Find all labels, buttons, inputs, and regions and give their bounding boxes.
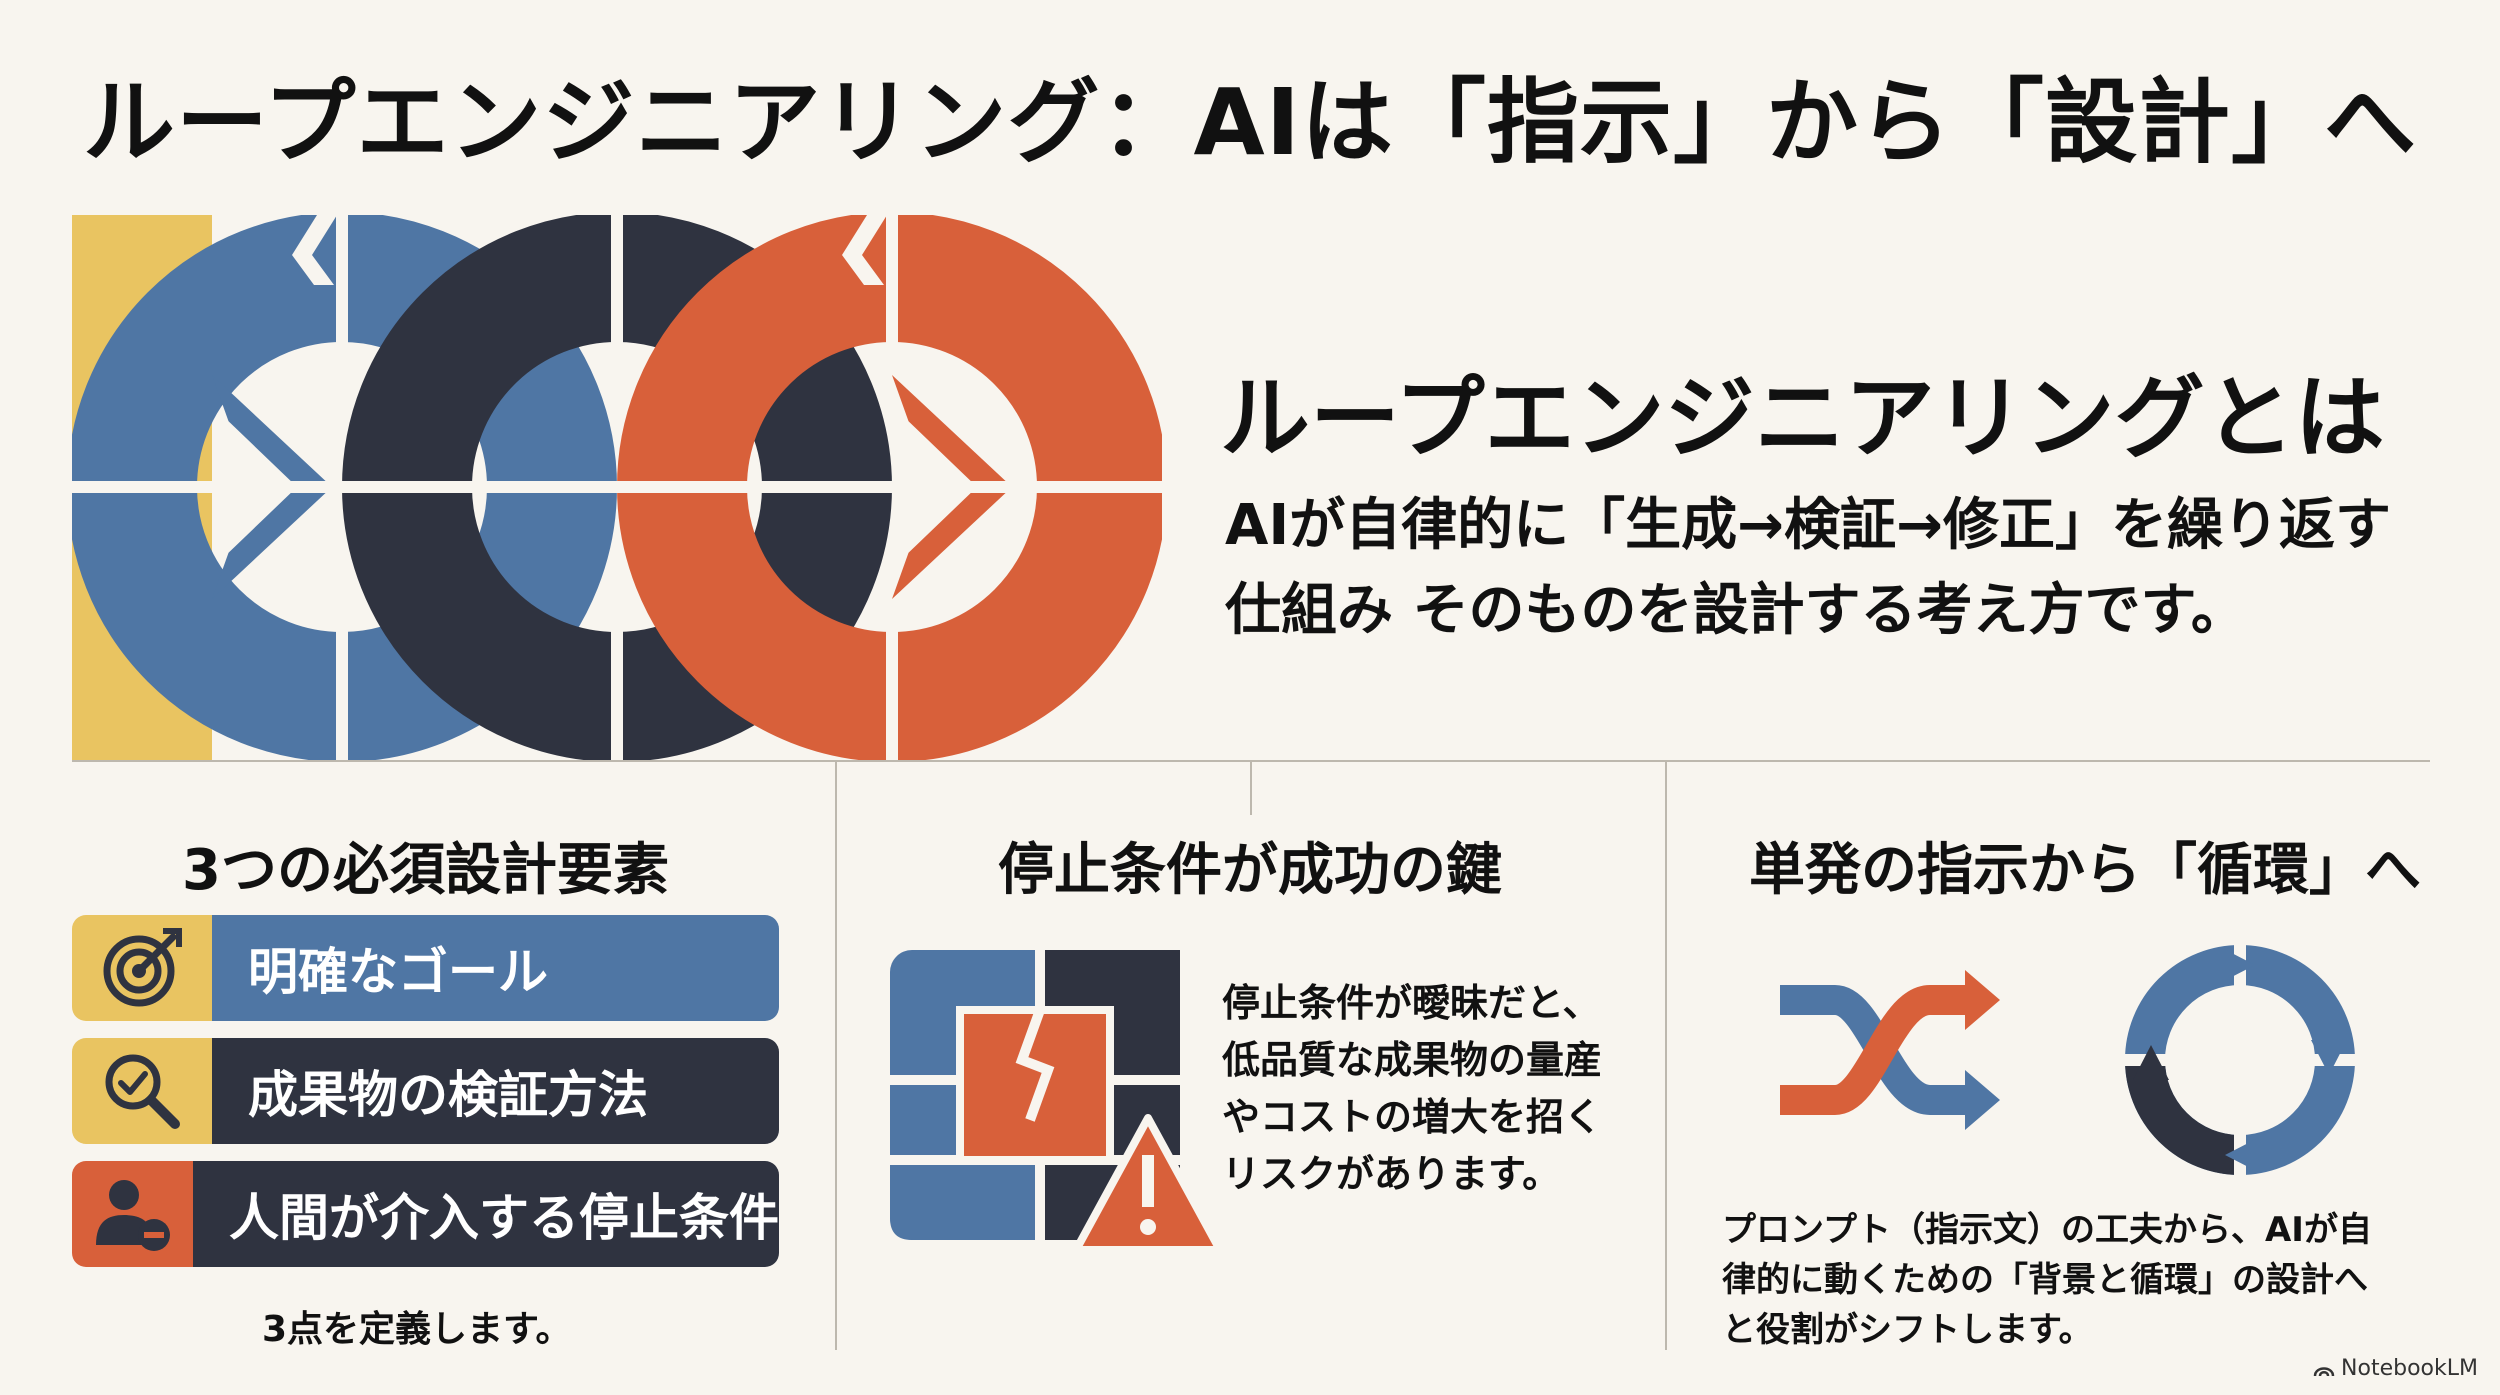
notebooklm-brand: NotebookLM <box>2313 1356 2478 1381</box>
brand-label: NotebookLM <box>2341 1356 2478 1381</box>
cycle-line-1: プロンプト（指示文）の工夫から、AIが自 <box>1722 1210 2372 1250</box>
element-label-stop-condition: 人間が介入する停止条件 <box>193 1161 779 1267</box>
elements-section-title: 3つの必須設計要素 <box>182 838 669 903</box>
cycle-description: プロンプト（指示文）の工夫から、AIが自 律的に動くための「背景と循環」の設計へ… <box>1722 1205 2372 1355</box>
magnifier-check-icon <box>72 1038 212 1144</box>
cycle-line-2: 律的に動くための「背景と循環」の設計へ <box>1722 1260 2368 1300</box>
interlocking-loops-illustration <box>72 215 1162 760</box>
cycle-section-title: 単発の指示から「循環」へ <box>1749 838 2421 903</box>
elements-note: 3点を定義します。 <box>262 1309 572 1350</box>
stop-section-title: 停止条件が成功の鍵 <box>998 838 1502 903</box>
definition-text-line-2: 仕組み そのものを設計する考え方です。 <box>1225 578 2247 643</box>
ring-breaks <box>292 215 887 285</box>
column-divider-1 <box>835 760 837 1350</box>
ring-segment-dividers <box>72 215 1162 760</box>
user-remove-icon <box>72 1161 193 1267</box>
divider-tick <box>1250 760 1252 815</box>
definition-text-line-1: AIが自律的に「生成→検証→修正」を繰り返す <box>1225 493 2392 558</box>
element-item-goal: 明確なゴール <box>72 915 779 1021</box>
column-divider-2 <box>1665 760 1667 1350</box>
stop-line-1: 停止条件が曖昧だと、 <box>1222 981 1601 1025</box>
stop-line-3: やコストの増大を招く <box>1222 1095 1603 1139</box>
element-item-stop-condition: 人間が介入する停止条件 <box>72 1161 779 1267</box>
stop-description: 停止条件が曖昧だと、 低品質な成果物の量産 やコストの増大を招く リスクがありま… <box>1222 975 1602 1203</box>
element-item-verification: 成果物の検証方法 <box>72 1038 779 1144</box>
stop-line-2: 低品質な成果物の量産 <box>1222 1038 1603 1082</box>
notebooklm-logo-icon <box>2313 1366 2335 1376</box>
definition-heading: ループエンジニアリングとは <box>1220 366 2385 471</box>
element-label-goal: 明確なゴール <box>212 915 779 1021</box>
element-label-verification: 成果物の検証方法 <box>212 1038 779 1144</box>
cycle-arrows-icon <box>2115 935 2365 1185</box>
cycle-line-3: と役割がシフトします。 <box>1722 1310 2093 1350</box>
page-title: ループエンジニアリング：AIは「指示」から「設計」へ <box>83 69 2417 176</box>
target-icon <box>72 915 212 1021</box>
shuffle-arrows-icon <box>1780 970 2000 1130</box>
broken-block-warning-icon <box>890 950 1224 1254</box>
stop-line-4: リスクがあります。 <box>1222 1152 1561 1196</box>
